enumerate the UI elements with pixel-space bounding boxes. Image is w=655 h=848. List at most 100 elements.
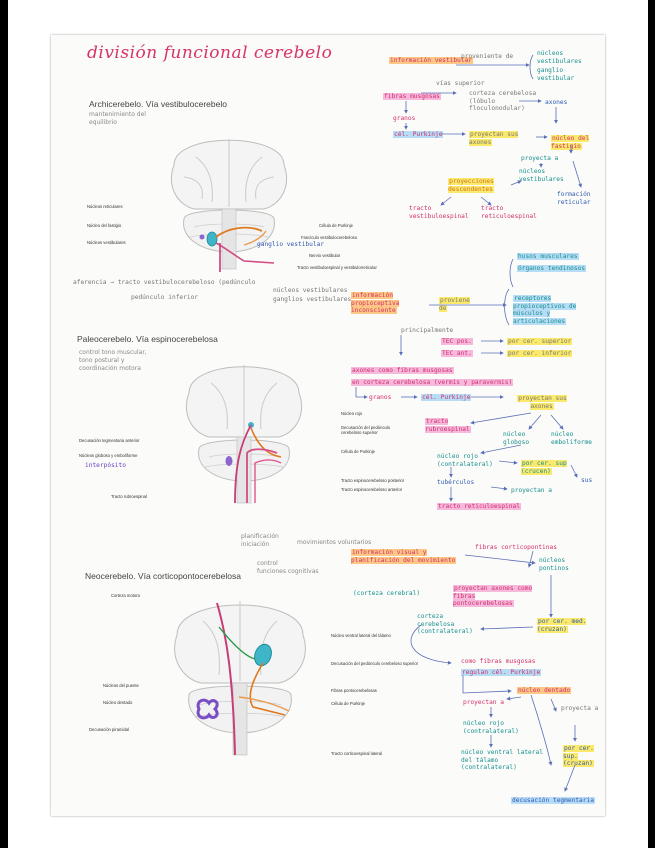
neocerebelo-diagram bbox=[174, 601, 306, 756]
neo-note-talamo: núcleo ventral lateral del tálamo (contr… bbox=[461, 749, 543, 771]
paleo-note-rubroespinal: tracto rubroespinal bbox=[425, 418, 471, 433]
paleo-note-organos: órganos tendinosos bbox=[517, 265, 587, 272]
paleo-note-rojo: núcleo rojo (contralateral) bbox=[437, 453, 493, 468]
neo-label-puente: Núcleos del puente bbox=[103, 683, 139, 688]
paleo-note-receptores: receptores propioceptivos de músculos y … bbox=[513, 295, 577, 325]
paleo-note-superior: por cer. superior bbox=[507, 338, 573, 345]
archi-note-proveniente: proveniente de bbox=[461, 53, 514, 60]
archi-note-corteza: corteza cerebelosa (lóbulo floculonodula… bbox=[469, 90, 537, 112]
paleo-label-anterior: Tracto espinocerebeloso anterior bbox=[341, 487, 403, 492]
archi-label-fastigio: Núcleo del fastigio bbox=[87, 223, 122, 228]
neo-note-corteza-cerebelosa: corteza cerebelosa (contralateral) bbox=[417, 613, 473, 635]
paleo-note-principalmente: principalmente bbox=[401, 327, 454, 334]
neo-note-rojo: núcleo rojo (contralateral) bbox=[463, 720, 519, 735]
neo-note-proyectan-a: proyectan a bbox=[463, 699, 504, 706]
archi-bottom-note-4: ganglios vestibulares bbox=[273, 296, 352, 303]
notes-page: división funcional cerebelo Archicerebel… bbox=[51, 35, 605, 816]
paleo-label-pedunculo: Decusación del pedúnculo cerebeloso supe… bbox=[341, 425, 391, 435]
scan-edge-right bbox=[648, 0, 655, 848]
paleo-note-sus: sus bbox=[581, 477, 593, 484]
paleo-note-granos: granos bbox=[369, 394, 392, 401]
paleo-note-proyectan-a: proyectan a bbox=[511, 487, 552, 494]
archi-note-reticuloespinal: tracto reticuloespinal bbox=[481, 205, 537, 220]
archi-note-vias: vías superior bbox=[436, 80, 485, 87]
neo-label-dentado: Núcleo dentado bbox=[103, 700, 133, 705]
neo-subnote-top-2: movimientos voluntarios bbox=[297, 539, 372, 546]
neo-label-purkinje: Célula de Purkinje bbox=[331, 701, 365, 706]
paleo-label-interposito: interpósito bbox=[85, 462, 126, 469]
page-title: división funcional cerebelo bbox=[85, 43, 335, 63]
archicerebelo-diagram bbox=[171, 139, 287, 272]
archi-note-formacion: formación reticular bbox=[557, 191, 591, 206]
neo-note-corticopontinas: fibras corticopontinas bbox=[475, 544, 557, 551]
scan-edge-left bbox=[0, 0, 8, 848]
archi-label-fasciculo: Fascículo vestibulocerebeloso bbox=[301, 235, 358, 240]
neo-label-corticoespinal: Tracto corticoespinal lateral bbox=[331, 751, 383, 756]
paleo-note-axones: axones como fibras musgosas bbox=[351, 367, 454, 374]
neo-note-proyecta-a: proyecta a bbox=[561, 705, 599, 712]
archi-note-fibras: fibras musgosas bbox=[383, 93, 441, 100]
neo-label-talamo: Núcleo ventral lateral del tálamo bbox=[331, 633, 391, 638]
paleo-note-info: información propioceptiva inconsciente bbox=[351, 292, 400, 314]
neo-note-proyectan-axones: proyectan axones como fibras pontocerebe… bbox=[453, 585, 533, 607]
paleo-note-tec-pos: TEC pos. bbox=[441, 338, 473, 345]
paleo-note-globoso: núcleo globoso bbox=[503, 431, 530, 446]
section-heading-neocerebelo: Neocerebelo. Vía corticopontocerebelosa bbox=[85, 571, 241, 581]
paleo-label-globoso: Núcleos globoso y emboliforme bbox=[79, 453, 138, 458]
archi-note-granos: granos bbox=[393, 115, 416, 122]
archi-ganglio-label: ganglio vestibular bbox=[257, 241, 325, 248]
paleo-label-purkinje: Célula de Purkinje bbox=[341, 449, 375, 454]
archi-note-proyecciones: proyecciones descendentes bbox=[448, 178, 494, 193]
neo-label-decusacion-piramidal: Decusación piramidal bbox=[89, 727, 130, 732]
paleo-note-proyectan: proyectan sus axones bbox=[517, 395, 567, 410]
paleo-note-sup: por cer. sup (crucen) bbox=[521, 460, 567, 475]
section-heading-paleocerebelo: Paleocerebelo. Vía espinocerebelosa bbox=[77, 334, 218, 344]
archi-note-purkinje: cél. Purkinje bbox=[393, 131, 444, 138]
archi-label-vestibulares: Núcleos vestibulares bbox=[87, 240, 126, 245]
neo-note-dentado: núcleo dentado bbox=[517, 687, 572, 694]
neo-note-pontinos: núcleos pontinos bbox=[539, 557, 569, 572]
paleo-note-reticulo: tracto reticuloespinal bbox=[437, 503, 521, 510]
archi-note-axones: axones bbox=[545, 99, 568, 106]
neo-label-pontocerebelosas: Fibras pontocerebelosas bbox=[331, 688, 377, 693]
neo-note-decusacion: decusación tegmentaria bbox=[511, 797, 595, 804]
archi-label-tracto: Tracto vestibuloespinal y vestibulorreti… bbox=[297, 265, 377, 270]
paleo-note-inferior: por cer. inferior bbox=[507, 350, 573, 357]
archi-note-proyectan: proyectan sus axones bbox=[469, 131, 519, 146]
paleo-label-nucleo-rojo: Núcleo rojo bbox=[341, 411, 363, 416]
archi-bottom-note-1: aferencia → tracto vestibulocerebeloso (… bbox=[73, 279, 256, 286]
paleo-note-tec-ant: TEC ant. bbox=[441, 350, 473, 357]
neo-note-info: información visual y planificación del m… bbox=[351, 549, 457, 564]
neo-note-corteza-cerebral: (corteza cerebral) bbox=[353, 590, 421, 597]
paleo-note-husos: husos musculares bbox=[517, 253, 579, 260]
neo-note-regulan: regulan cél. Purkinje bbox=[461, 669, 542, 676]
archi-label-nervio: Nervio vestibular bbox=[309, 253, 341, 258]
paleo-label-posterior: Tracto espinocerebeloso posterior bbox=[341, 478, 405, 483]
neo-note-sup: por cer. sup. (cruzan) bbox=[563, 745, 594, 767]
neo-note-med: por cer. med. (cruzan) bbox=[537, 618, 587, 633]
paleo-note-emboliforme: núcleo emboliforme bbox=[551, 431, 592, 446]
flow-arrows bbox=[355, 54, 582, 792]
archi-note-fastigio: núcleo del fastigio bbox=[551, 135, 590, 150]
paleo-note-proviene: proviene de bbox=[439, 297, 470, 312]
neo-label-decusacion-sup: Decusación del pedúnculo cerebeloso supe… bbox=[331, 661, 419, 666]
archi-note-proyecta: proyecta a bbox=[521, 155, 559, 162]
neo-label-corteza: Corteza motora bbox=[111, 593, 140, 598]
paleo-label-rubroespinal: Tracto rubroespinal bbox=[111, 494, 147, 499]
paleo-note-corteza: en corteza cerebelosa (vermis y paraverm… bbox=[351, 379, 514, 386]
archi-bottom-note-3: núcleos vestibulares bbox=[273, 287, 348, 294]
section-heading-archicerebelo: Archicerebelo. Vía vestibulocerebelo bbox=[89, 99, 227, 109]
archi-label-reticulares: Núcleos reticulares bbox=[87, 204, 123, 209]
archi-bottom-note-2: pedúnculo inferior bbox=[131, 294, 199, 301]
paleo-label-decusacion: Decusación tegmentaria anterior bbox=[79, 438, 140, 443]
archi-note-info: información vestibular bbox=[389, 57, 473, 64]
neo-note-musgosas: como fibras musgosas bbox=[461, 658, 536, 665]
archi-note-vestibuloespinal: tracto vestibuloespinal bbox=[409, 205, 469, 220]
paleo-note-tuberculos: tubérculos bbox=[437, 479, 475, 486]
